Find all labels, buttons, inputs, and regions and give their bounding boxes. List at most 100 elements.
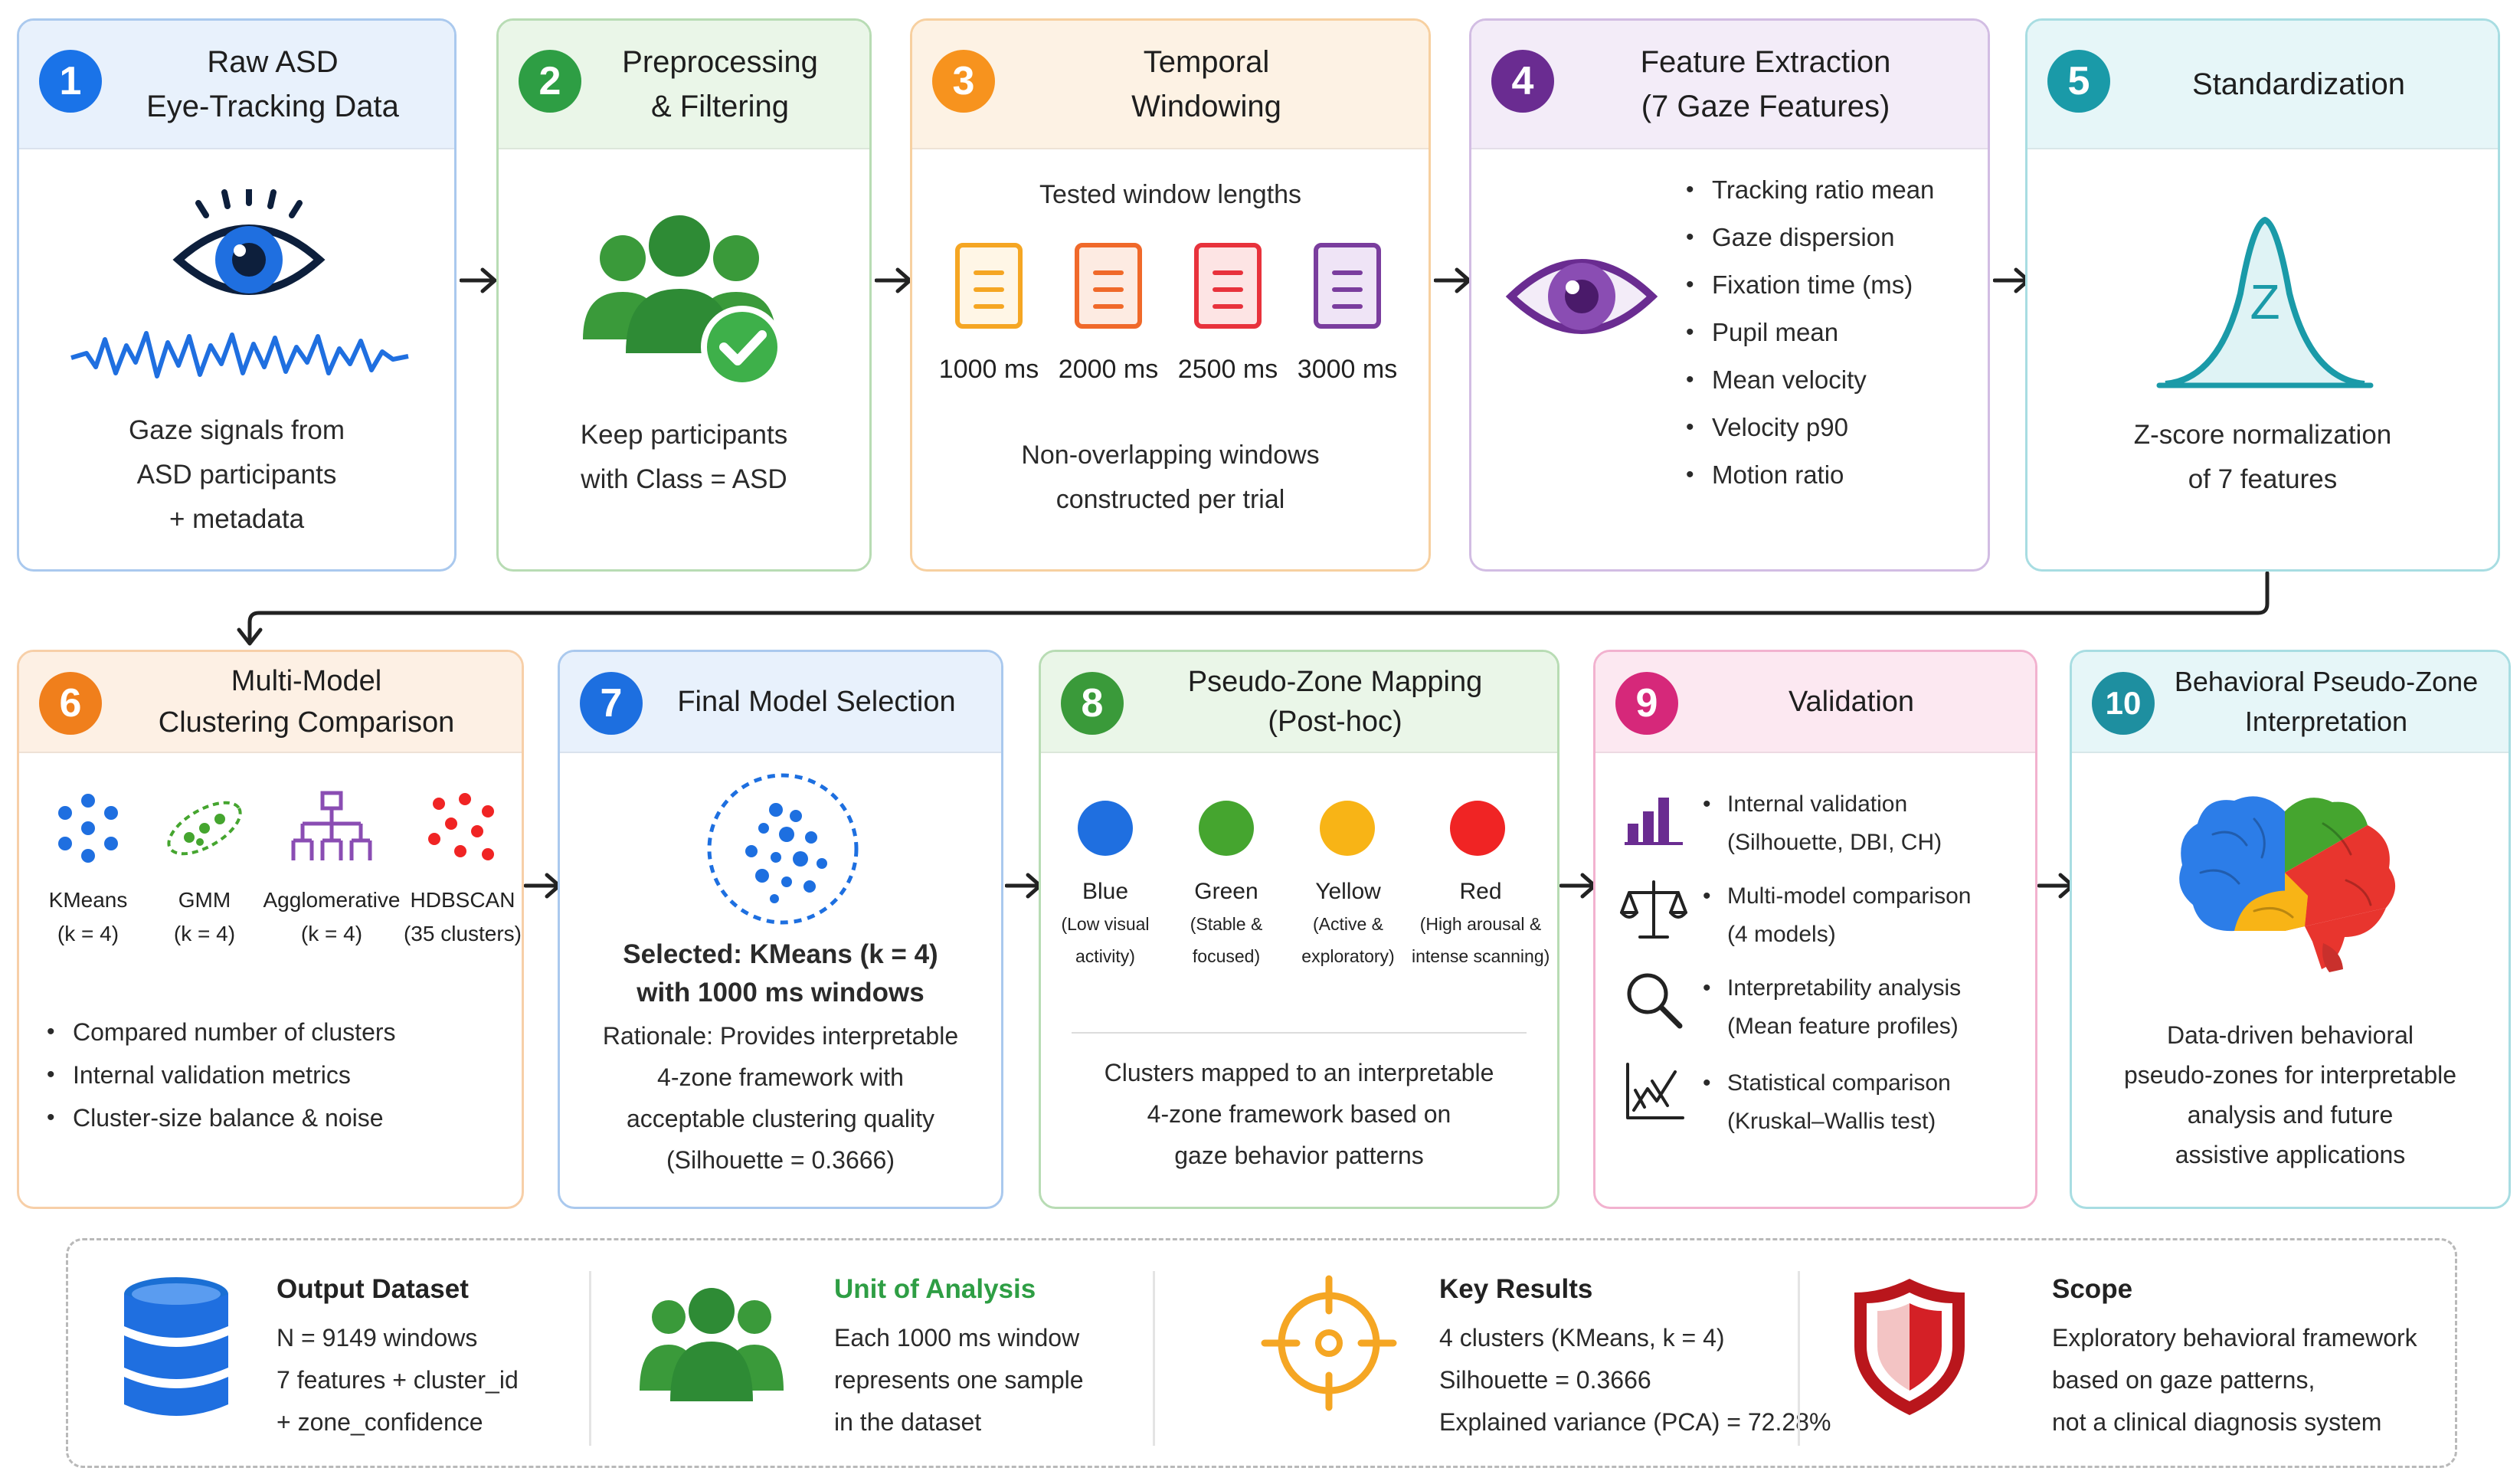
step-2-badge: 2 (519, 50, 581, 113)
summary-title: Unit of Analysis (834, 1274, 1036, 1304)
arrow-6-7 (524, 873, 561, 899)
shield-icon (1854, 1279, 1965, 1415)
summary-divider (1798, 1271, 1800, 1446)
model-gmm-label: GMM(k = 4) (173, 888, 236, 945)
arrow-3-4 (1434, 267, 1471, 293)
target-icon (1261, 1275, 1397, 1411)
step-7-card: 7 Final Model Selection Selected: KMeans… (558, 650, 1003, 1209)
step-5-badge: 5 (2047, 50, 2110, 113)
step-2-card: 2 Preprocessing& Filtering Keep particip… (496, 18, 872, 572)
step-5-header: 5 Standardization (2027, 21, 2498, 149)
step-5-card: 5 Standardization Z Z-score normalizatio… (2025, 18, 2500, 572)
database-icon (124, 1277, 228, 1416)
summary-lines: 4 clusters (KMeans, k = 4)Silhouette = 0… (1439, 1324, 1831, 1436)
step-9-header: 9 Validation (1595, 652, 2035, 753)
model-kmeans-label: KMeans(k = 4) (48, 888, 128, 945)
feature-item: Mean velocity (1686, 356, 1934, 404)
step-8-header: 8 Pseudo-Zone Mapping(Post-hoc) (1041, 652, 1557, 753)
selected-model-text: Selected: KMeans (k = 4)with 1000 ms win… (623, 939, 938, 1008)
summary-title: Output Dataset (277, 1274, 469, 1304)
arrow-8-9 (1559, 873, 1597, 899)
dendrogram-icon (291, 791, 372, 860)
window-length-label: 2000 ms (1058, 355, 1159, 384)
criteria-item: Compared number of clusters (47, 1011, 396, 1053)
step-1-badge: 1 (39, 50, 102, 113)
document-icon (1075, 243, 1142, 329)
people-icon (640, 1288, 784, 1401)
feature-item: Velocity p90 (1686, 404, 1934, 451)
arrow-7-8 (1005, 873, 1042, 899)
criteria-item: Internal validation metrics (47, 1053, 396, 1096)
step-8-badge: 8 (1061, 672, 1124, 735)
step-4-header: 4 Feature Extraction(7 Gaze Features) (1471, 21, 1988, 149)
window-length-label: 2500 ms (1177, 355, 1278, 384)
step-3-badge: 3 (932, 50, 995, 113)
feature-list: Tracking ratio mean Gaze dispersion Fixa… (1686, 166, 1934, 499)
comparison-criteria-list: Compared number of clusters Internal val… (47, 1011, 396, 1139)
zone-red-label: Red(High arousal &intense scanning) (1412, 879, 1550, 966)
group-check-icon (583, 215, 784, 388)
feature-item: Motion ratio (1686, 451, 1934, 499)
step-7-header: 7 Final Model Selection (560, 652, 1001, 753)
step-8-card: 8 Pseudo-Zone Mapping(Post-hoc) Blue(Low… (1039, 650, 1559, 1209)
zone-red-dot (1450, 801, 1505, 856)
zone-blue-dot (1078, 801, 1133, 856)
window-length-label: 1000 ms (938, 355, 1039, 384)
step-9-badge: 9 (1615, 672, 1678, 735)
zone-divider (1072, 1032, 1527, 1034)
step-2-title: Preprocessing& Filtering (622, 45, 818, 123)
step-9-card: 9 Validation Internal validation(Silhoue… (1593, 650, 2037, 1209)
summary-title: Key Results (1439, 1274, 1593, 1304)
step-2-header: 2 Preprocessing& Filtering (499, 21, 869, 149)
step-7-badge: 7 (580, 672, 643, 735)
step-5-title: Standardization (2192, 67, 2405, 101)
document-icon (1194, 243, 1262, 329)
brain-icon (2179, 796, 2396, 972)
step-4-badge: 4 (1491, 50, 1554, 113)
feature-item: Fixation time (ms) (1686, 261, 1934, 309)
eye-icon (1505, 259, 1658, 334)
balance-scale-icon (1620, 880, 1687, 939)
line-chart-icon (1626, 1063, 1684, 1119)
eye-signal-icon (70, 189, 409, 378)
summary-title: Scope (2052, 1274, 2133, 1304)
validation-item: Multi-model comparison(4 models) (1703, 877, 1971, 954)
step-9-title: Validation (1788, 686, 1915, 718)
validation-item: Interpretability analysis(Mean feature p… (1703, 969, 1961, 1046)
document-icon (1314, 243, 1381, 329)
cluster-circle-icon (707, 773, 859, 925)
feature-item: Gaze dispersion (1686, 214, 1934, 261)
ellipse-cluster-icon (167, 801, 242, 856)
feature-item: Pupil mean (1686, 309, 1934, 356)
red-dots-icon (428, 793, 494, 860)
model-agglomerative-label: Agglomerative(k = 4) (263, 888, 401, 945)
criteria-item: Cluster-size balance & noise (47, 1096, 396, 1139)
zone-green-label: Green(Stable &focused) (1190, 879, 1263, 966)
summary-key-results: Key Results 4 clusters (KMeans, k = 4)Si… (1168, 1240, 1831, 1466)
model-hdbscan-label: HDBSCAN(35 clusters) (403, 888, 522, 945)
step-7-title: Final Model Selection (677, 686, 956, 718)
zone-yellow-label: Yellow(Active &exploratory) (1301, 879, 1395, 966)
